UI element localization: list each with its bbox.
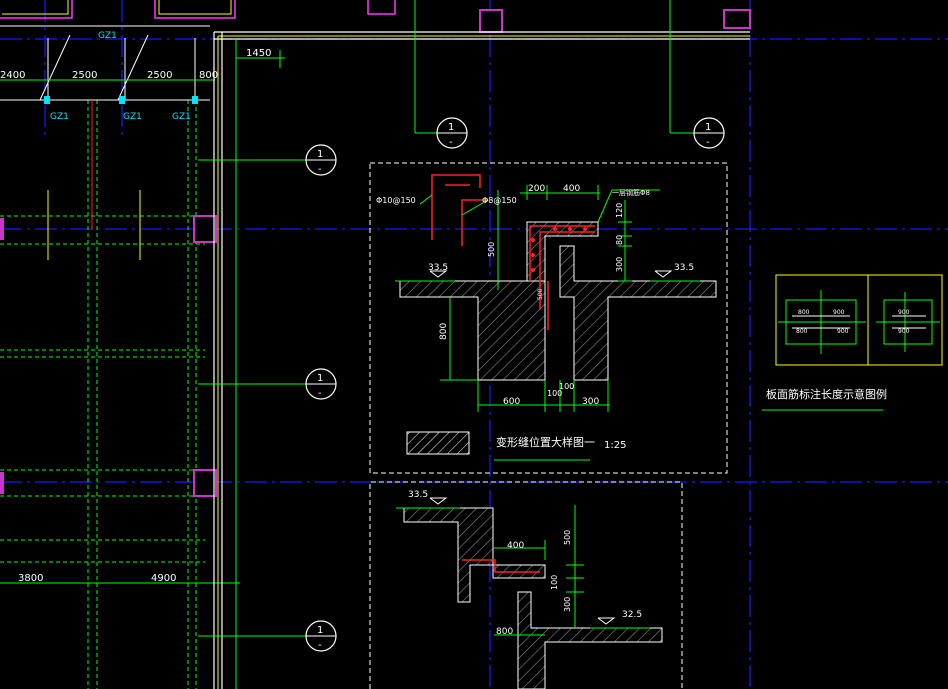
- dim-text: 2500: [147, 70, 172, 81]
- dim-text: 1450: [246, 48, 271, 59]
- dim-text: 120: [615, 203, 624, 218]
- axis-bubble[interactable]: 1 -: [305, 144, 337, 176]
- legend-frame: [775, 274, 943, 366]
- axis-bubble[interactable]: 1 -: [693, 117, 725, 149]
- dim-text: 800: [439, 323, 449, 340]
- dim-text: 4900: [151, 573, 176, 584]
- dim-text: 800: [496, 627, 513, 637]
- detail2-slope-marks: [429, 497, 616, 625]
- dim-text: 500: [563, 530, 572, 545]
- detail1-rebar: [431, 174, 595, 330]
- dim-text: 400: [507, 541, 524, 551]
- svg-text:1: 1: [317, 625, 323, 636]
- svg-text:-: -: [449, 137, 453, 148]
- detail-scale: 1:25: [604, 440, 626, 451]
- dim-text: 33.5: [428, 263, 448, 273]
- axis-bubbles: 1 - 1 - 1 - 1 - 1 -: [305, 117, 725, 652]
- gz-label: GZ1: [123, 112, 142, 122]
- gz-frame: [0, 25, 210, 101]
- detail2-dims: [396, 505, 650, 636]
- axis-bubble[interactable]: 1 -: [305, 368, 337, 400]
- hatch-legend: [406, 431, 470, 455]
- svg-text:1: 1: [317, 149, 323, 160]
- detail-title: 变形缝位置大样图一: [496, 435, 595, 449]
- dim-text: 300: [563, 597, 572, 612]
- dim-text: 100: [559, 382, 574, 391]
- detail1-frame: [369, 162, 728, 474]
- dim-text: 3800: [18, 573, 43, 584]
- detail2-frame: [369, 481, 683, 689]
- rebar-label: Φ10@150: [376, 196, 416, 205]
- legend-dim: 900: [833, 309, 845, 316]
- detail2-upper-section: [403, 507, 494, 603]
- dim-text: 400: [563, 184, 580, 194]
- rebar-label: Φ8@150: [482, 196, 517, 205]
- leaders: [198, 0, 694, 689]
- svg-text:-: -: [318, 164, 322, 175]
- gz-label: GZ1: [98, 31, 117, 41]
- gz-label: GZ1: [50, 112, 69, 122]
- gz-columns: [44, 96, 198, 104]
- dim-text: 100: [547, 389, 562, 398]
- svg-text:-: -: [706, 137, 710, 148]
- dim-text: 200: [528, 184, 545, 194]
- plan-grid: [0, 100, 205, 689]
- legend-dim: 800: [798, 309, 810, 316]
- room-inner: [2, 0, 232, 15]
- legend-dim: 900: [898, 328, 910, 335]
- dim-text: 500: [487, 242, 496, 257]
- junction-blocks: [193, 9, 751, 497]
- rebar-note: 一层钢筋Φ8: [612, 188, 650, 197]
- dim-text: 33.5: [408, 490, 428, 500]
- legend-caption: 板面筋标注长度示意图例: [766, 387, 887, 401]
- room-outlines: [0, 0, 396, 19]
- legend-lines-right: [892, 315, 926, 329]
- svg-text:1: 1: [705, 122, 711, 133]
- dim-text: 100: [550, 575, 559, 590]
- svg-text:-: -: [318, 640, 322, 651]
- dim-text: 300: [615, 257, 624, 272]
- svg-text:-: -: [318, 388, 322, 399]
- legend-dim: 900: [898, 309, 910, 316]
- dim-text: 500: [537, 288, 544, 300]
- dim-text: 600: [503, 397, 520, 407]
- rebar-dots: [531, 227, 587, 272]
- detail2-lower-section: [517, 591, 663, 689]
- dim-text: 33.5: [674, 263, 694, 273]
- axis-bubble[interactable]: 1 -: [436, 117, 468, 149]
- legend-lines-left: [792, 315, 850, 329]
- dim-text: 300: [582, 397, 599, 407]
- main-wall-inner: [217, 35, 750, 689]
- dim-text: 80: [615, 235, 624, 245]
- dim-text: 2400: [0, 70, 25, 81]
- detail2-rebar: [462, 559, 540, 573]
- legend-drawing-left: [778, 290, 866, 354]
- dim-text: 32.5: [622, 610, 642, 620]
- junction-left: [0, 218, 4, 494]
- plan-marks: [47, 100, 141, 260]
- legend-drawing-right: [876, 292, 940, 352]
- svg-text:1: 1: [448, 122, 454, 133]
- detail1-left-section: [399, 280, 546, 381]
- svg-text:1: 1: [317, 373, 323, 384]
- main-wall: [213, 31, 750, 689]
- detail1-dims: [395, 185, 700, 412]
- detail1-right-section: [559, 245, 717, 381]
- axis-bubble[interactable]: 1 -: [305, 620, 337, 652]
- legend-dim: 800: [796, 328, 808, 335]
- dim-text: 800: [199, 70, 218, 81]
- slope-marks: [429, 270, 673, 278]
- legend-dim: 900: [837, 328, 849, 335]
- gz-label: GZ1: [172, 112, 191, 122]
- dim-text: 2500: [72, 70, 97, 81]
